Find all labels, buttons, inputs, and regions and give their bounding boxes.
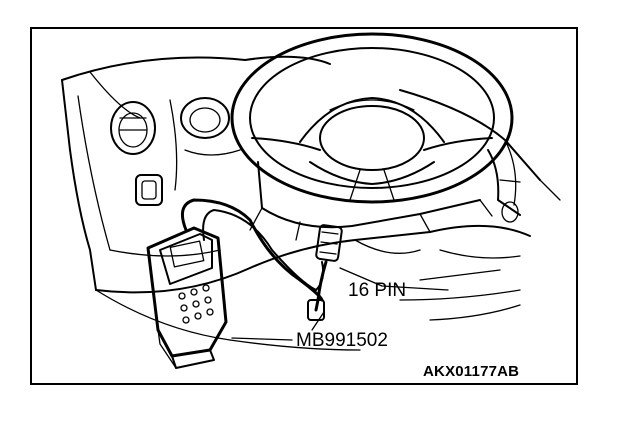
scan-tool-device (146, 226, 228, 369)
air-vent-center (169, 97, 241, 191)
dashboard-outline (61, 55, 561, 351)
dash-switch (135, 174, 163, 206)
diagram-frame (30, 27, 578, 385)
connector-label: 16 PIN (348, 280, 407, 301)
figure-id-label: AKX01177AB (423, 363, 520, 380)
connector-16-pin (307, 224, 343, 321)
steering-wheel (230, 32, 514, 204)
scan-tool-keypad (178, 284, 214, 324)
steering-column (249, 161, 493, 241)
column-trim-right (487, 149, 521, 223)
leader-lines (231, 267, 449, 341)
air-vent-left (110, 101, 156, 155)
tool-part-number-label: MB991502 (296, 330, 388, 351)
